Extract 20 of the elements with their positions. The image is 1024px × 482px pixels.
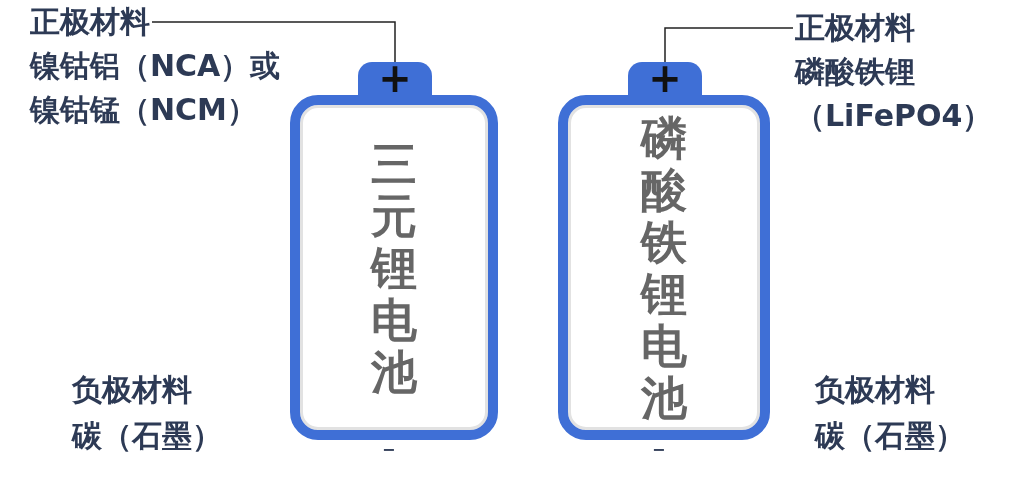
leader-line [151,21,396,63]
material-name: 磷酸铁锂（LiFePO4） [795,53,994,135]
battery-type-label: 磷酸铁锂电池 [640,111,688,424]
material-label: 负极材料 [72,371,192,409]
material-name: 镍钴铝（NCA）或镍钴锰（NCM） [30,47,282,129]
battery-type-label: 三元锂电池 [370,137,418,398]
material-label: 正极材料 [795,9,915,47]
plus-sign: + [378,62,412,95]
material-name: 碳（石墨） [815,417,965,455]
material-label: 正极材料 [30,3,150,41]
minus-sign: − [652,440,666,459]
minus-sign: − [382,440,396,459]
battery-terminal [358,62,432,95]
plus-sign: + [648,62,682,95]
material-name: 碳（石墨） [72,417,222,455]
leader-line [664,27,794,63]
battery-body [290,95,498,440]
battery-terminal [628,62,702,95]
material-label: 负极材料 [815,371,935,409]
battery-body [558,95,770,440]
